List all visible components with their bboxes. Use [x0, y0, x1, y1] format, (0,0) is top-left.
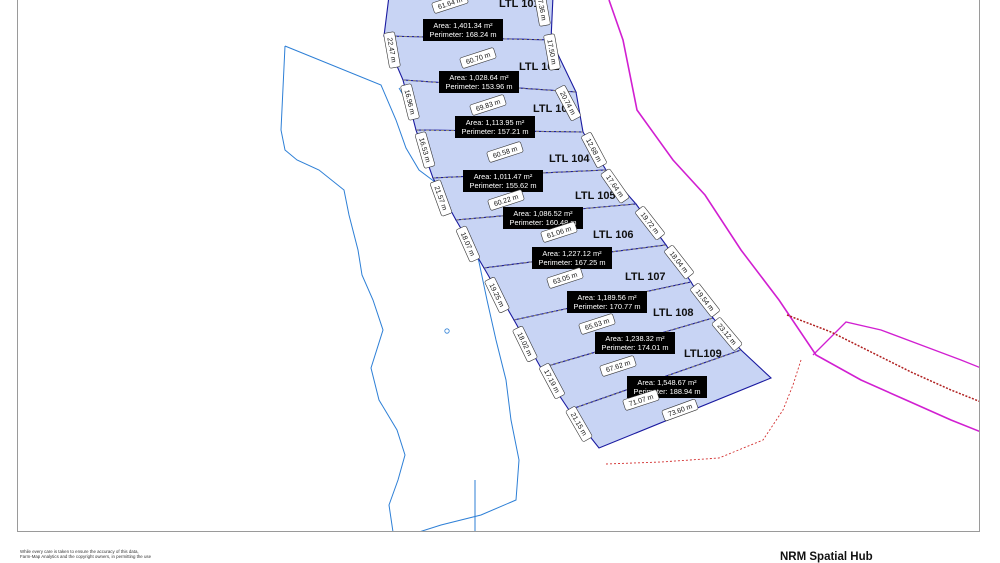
dimension-tag-box: [512, 326, 538, 362]
top-dimension-tag: 61.64 m: [431, 0, 469, 14]
lot-perimeter-text: Perimeter: 157.21 m: [462, 127, 529, 136]
lot-label: LTL 104: [549, 153, 590, 165]
lot-perimeter-text: Perimeter: 153.96 m: [446, 82, 513, 91]
dimension-text: 61.64 m: [437, 0, 463, 11]
dimension-tag-box: [486, 141, 524, 163]
disclaimer-line: Farm-Map Analytics and the copyright own…: [20, 554, 152, 559]
dimension-tag-box: [415, 131, 435, 169]
property-boundary-line: [608, 0, 979, 433]
lot-area-text: Area: 1,028.64 m²: [449, 73, 509, 82]
dimension-tag-box: [456, 225, 480, 263]
dimension-tag-box: [711, 317, 743, 351]
dimension-tag-box: [459, 47, 497, 69]
map-point-marker: [444, 328, 450, 334]
lot-label: LTL 108: [653, 307, 694, 319]
dimension-text: 17.50 m: [545, 39, 556, 65]
lot-perimeter-text: Perimeter: 188.94 m: [634, 387, 701, 396]
dimension-tag-box: [540, 221, 578, 243]
lot-label: LTL109: [684, 348, 722, 360]
right-dimension-tag: 17.50 m: [543, 33, 561, 71]
info-box-background: [503, 207, 583, 229]
info-box-background: [423, 19, 503, 41]
dimension-tag-box: [664, 245, 694, 279]
info-box-background: [567, 291, 647, 313]
dimension-tag-box: [539, 363, 565, 399]
lot-area-text: Area: 1,086.52 m²: [513, 209, 573, 218]
info-box-background: [532, 247, 612, 269]
lot-perimeter-text: Perimeter: 168.24 m: [430, 30, 497, 39]
dimension-tag-box: [431, 0, 469, 14]
lot-area-text: Area: 1,401.34 m²: [433, 21, 493, 30]
dimension-tag-box: [690, 283, 720, 317]
left-dimension-tag: 16.96 m: [400, 83, 420, 121]
dimension-tag-box: [543, 33, 561, 71]
dimension-tag-box: [661, 399, 699, 421]
easement-dashed-line: [786, 314, 979, 403]
info-box-background: [455, 116, 535, 138]
right-dimension-tag: 17.36 m: [533, 0, 551, 27]
easement-dashed-line: [605, 359, 802, 465]
lot-perimeter-text: Perimeter: 170.77 m: [574, 302, 641, 311]
lot-perimeter-text: Perimeter: 155.62 m: [470, 181, 537, 190]
hub-title: NRM Spatial Hub: [780, 551, 873, 563]
dimension-tag-box: [546, 267, 584, 289]
dimension-tag-box: [581, 132, 607, 168]
dimension-tag-box: [565, 406, 593, 442]
left-dimension-tag: 22.47 m: [383, 31, 401, 69]
water-boundary-line: [280, 45, 520, 531]
dimension-text: 17.36 m: [535, 0, 546, 21]
lot-perimeter-text: Perimeter: 174.01 m: [602, 343, 669, 352]
lot-area-text: Area: 1,189.56 m²: [577, 293, 637, 302]
shared-dimension-tag: 60.70 m: [459, 47, 497, 69]
lot-area-text: Area: 1,227.12 m²: [542, 249, 602, 258]
dimension-tag-box: [469, 94, 507, 116]
lot-label: LTL 107: [625, 271, 666, 283]
lot-edge: [415, 129, 584, 133]
dimension-tag-box: [599, 355, 637, 377]
dimension-tag-box: [635, 206, 665, 240]
lot-area-text: Area: 1,548.67 m²: [637, 378, 697, 387]
dimension-tag-box: [400, 83, 420, 121]
info-box-background: [439, 71, 519, 93]
dimension-tag-box: [578, 313, 616, 335]
dimension-tag-box: [555, 85, 581, 121]
dimension-tag-box: [533, 0, 551, 27]
lot-perimeter-text: Perimeter: 160.48 m: [510, 218, 577, 227]
lot-area-text: Area: 1,113.95 m²: [466, 118, 525, 127]
lot-label: LTL 105: [575, 190, 616, 202]
disclaimer-line: While every care is taken to ensure the …: [20, 549, 139, 554]
dimension-text: 22.47 m: [385, 37, 396, 63]
property-boundary-line: [812, 321, 979, 368]
lot-perimeter-text: Perimeter: 167.25 m: [539, 258, 606, 267]
lot-edge: [383, 35, 552, 41]
dimension-tag-box: [430, 179, 452, 217]
dimension-tag-box: [383, 31, 401, 69]
lot-label: LTL 106: [593, 229, 634, 241]
dimension-tag-box: [622, 389, 660, 411]
disclaimer-text: While every care is taken to ensure the …: [20, 549, 240, 559]
lot-area-text: Area: 1,011.47 m²: [474, 172, 533, 181]
lot-area-text: Area: 1,238.32 m²: [605, 334, 665, 343]
info-box-background: [463, 170, 543, 192]
dimension-tag-box: [600, 168, 630, 204]
dimension-tag-box: [484, 277, 510, 313]
info-box-background: [595, 332, 675, 354]
dimension-tag-box: [487, 189, 525, 211]
lot-label: LTL 101: [499, 0, 540, 10]
